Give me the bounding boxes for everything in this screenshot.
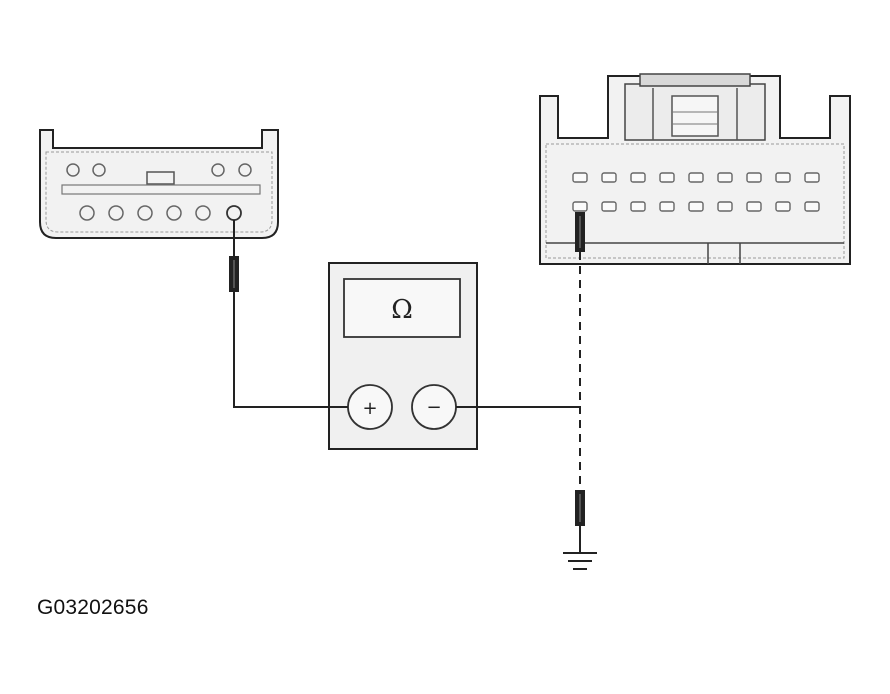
right-terminal-slot (746, 172, 762, 183)
right-terminal-slot (717, 201, 733, 212)
left-connector (39, 129, 279, 239)
meter-ohm-symbol: Ω (391, 295, 413, 325)
left-pin (108, 205, 124, 221)
right-probe (575, 212, 585, 490)
left-pin (195, 205, 211, 221)
right-terminal-slot (804, 201, 820, 212)
left-pin (92, 163, 106, 177)
right-terminal-slots (572, 172, 820, 212)
positive-lead-wire (233, 292, 348, 408)
right-latch-cap (639, 73, 751, 87)
left-pin (211, 163, 225, 177)
right-terminal-slot (659, 172, 675, 183)
meter-negative-label: − (426, 397, 441, 418)
ground-symbol (563, 552, 597, 570)
right-terminal-slot (746, 201, 762, 212)
right-terminal-slot (630, 201, 646, 212)
left-pin (79, 205, 95, 221)
left-pin (66, 163, 80, 177)
right-latch-inner (671, 95, 719, 137)
figure-caption: G03202656 (37, 596, 149, 619)
right-terminal-slot (775, 172, 791, 183)
left-pin (137, 205, 153, 221)
right-terminal-slot (659, 201, 675, 212)
meter-display (343, 278, 461, 338)
meter-positive-label: + (362, 398, 377, 419)
right-terminal-slot (688, 172, 704, 183)
right-terminal-slot (804, 172, 820, 183)
positive-lead (229, 220, 348, 408)
left-latch (146, 171, 175, 185)
right-connector (539, 73, 851, 265)
right-terminal-slot (572, 201, 588, 212)
left-pin (238, 163, 252, 177)
right-terminal-slot (572, 172, 588, 183)
right-terminal-slot (717, 172, 733, 183)
right-terminal-slot (601, 201, 617, 212)
ohmmeter: Ω + − (328, 262, 478, 450)
right-terminal-slot (601, 172, 617, 183)
right-terminal-slot (775, 201, 791, 212)
left-separator-bar (61, 184, 261, 195)
left-pin (166, 205, 182, 221)
right-terminal-slot (630, 172, 646, 183)
right-terminal-slot (688, 201, 704, 212)
right-connector-housing (539, 75, 851, 265)
right-connector-inner-outline (545, 143, 845, 259)
left-connector-inner-outline (45, 151, 273, 233)
ground-probe (575, 490, 585, 552)
